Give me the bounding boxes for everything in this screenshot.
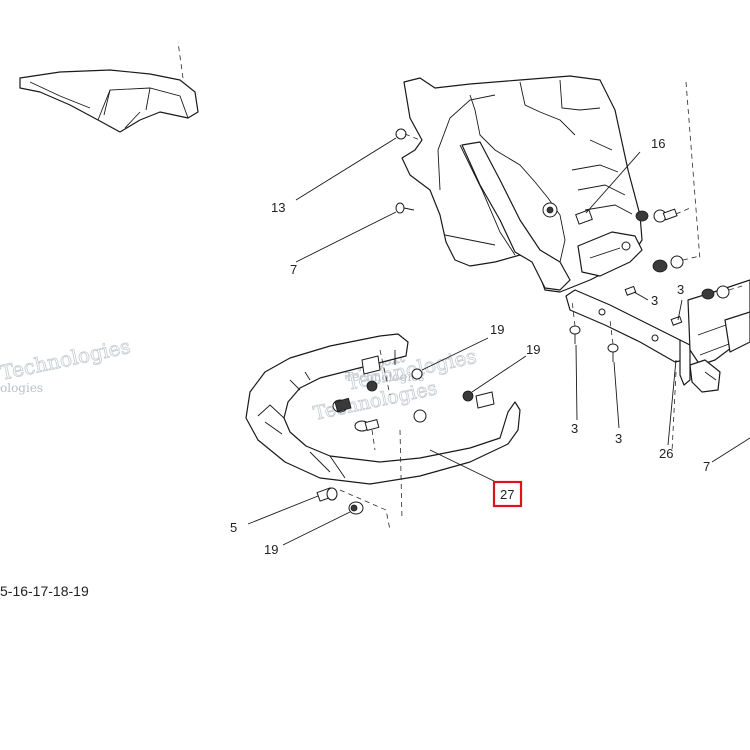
callout-3: 3 (571, 421, 578, 436)
callout-3: 3 (615, 431, 622, 446)
rear-grab-bar-27 (245, 333, 521, 485)
callout-3: 3 (651, 293, 658, 308)
watermark-text: ologies (0, 381, 43, 395)
vertical-bolts-3 (569, 299, 620, 429)
callout-7: 7 (290, 262, 297, 277)
callout-19: 19 (526, 342, 540, 357)
callout-16: 16 (651, 136, 665, 151)
screw-7-upper (295, 202, 415, 263)
callout-19: 19 (264, 542, 278, 557)
rear-fender-panel (401, 75, 643, 293)
callout-19: 19 (490, 322, 504, 337)
callout-3: 3 (677, 282, 684, 297)
hardware-right (624, 207, 743, 326)
figure-reference: 5-16-17-18-19 (0, 583, 89, 599)
hardware-lower-left (247, 487, 391, 546)
callout-26: 26 (659, 446, 673, 461)
mounting-plate-26 (565, 289, 691, 446)
highlight-box (492, 480, 523, 508)
right-side-step (687, 279, 750, 393)
watermark-text: Technologies (0, 334, 133, 385)
callout-13: 13 (271, 200, 285, 215)
highlighted-callout-27[interactable]: 27 (492, 480, 523, 508)
callout-27: 27 (500, 487, 514, 502)
guide-line (671, 371, 677, 453)
callout-7: 7 (703, 459, 710, 474)
upper-left-fender-part (19, 41, 199, 133)
connector-part-16 (575, 151, 641, 225)
leader-7-lower (711, 437, 750, 463)
guide-line (685, 81, 701, 261)
hardware-center (332, 337, 527, 521)
callout-5: 5 (230, 520, 237, 535)
bolt-13 (295, 128, 421, 201)
